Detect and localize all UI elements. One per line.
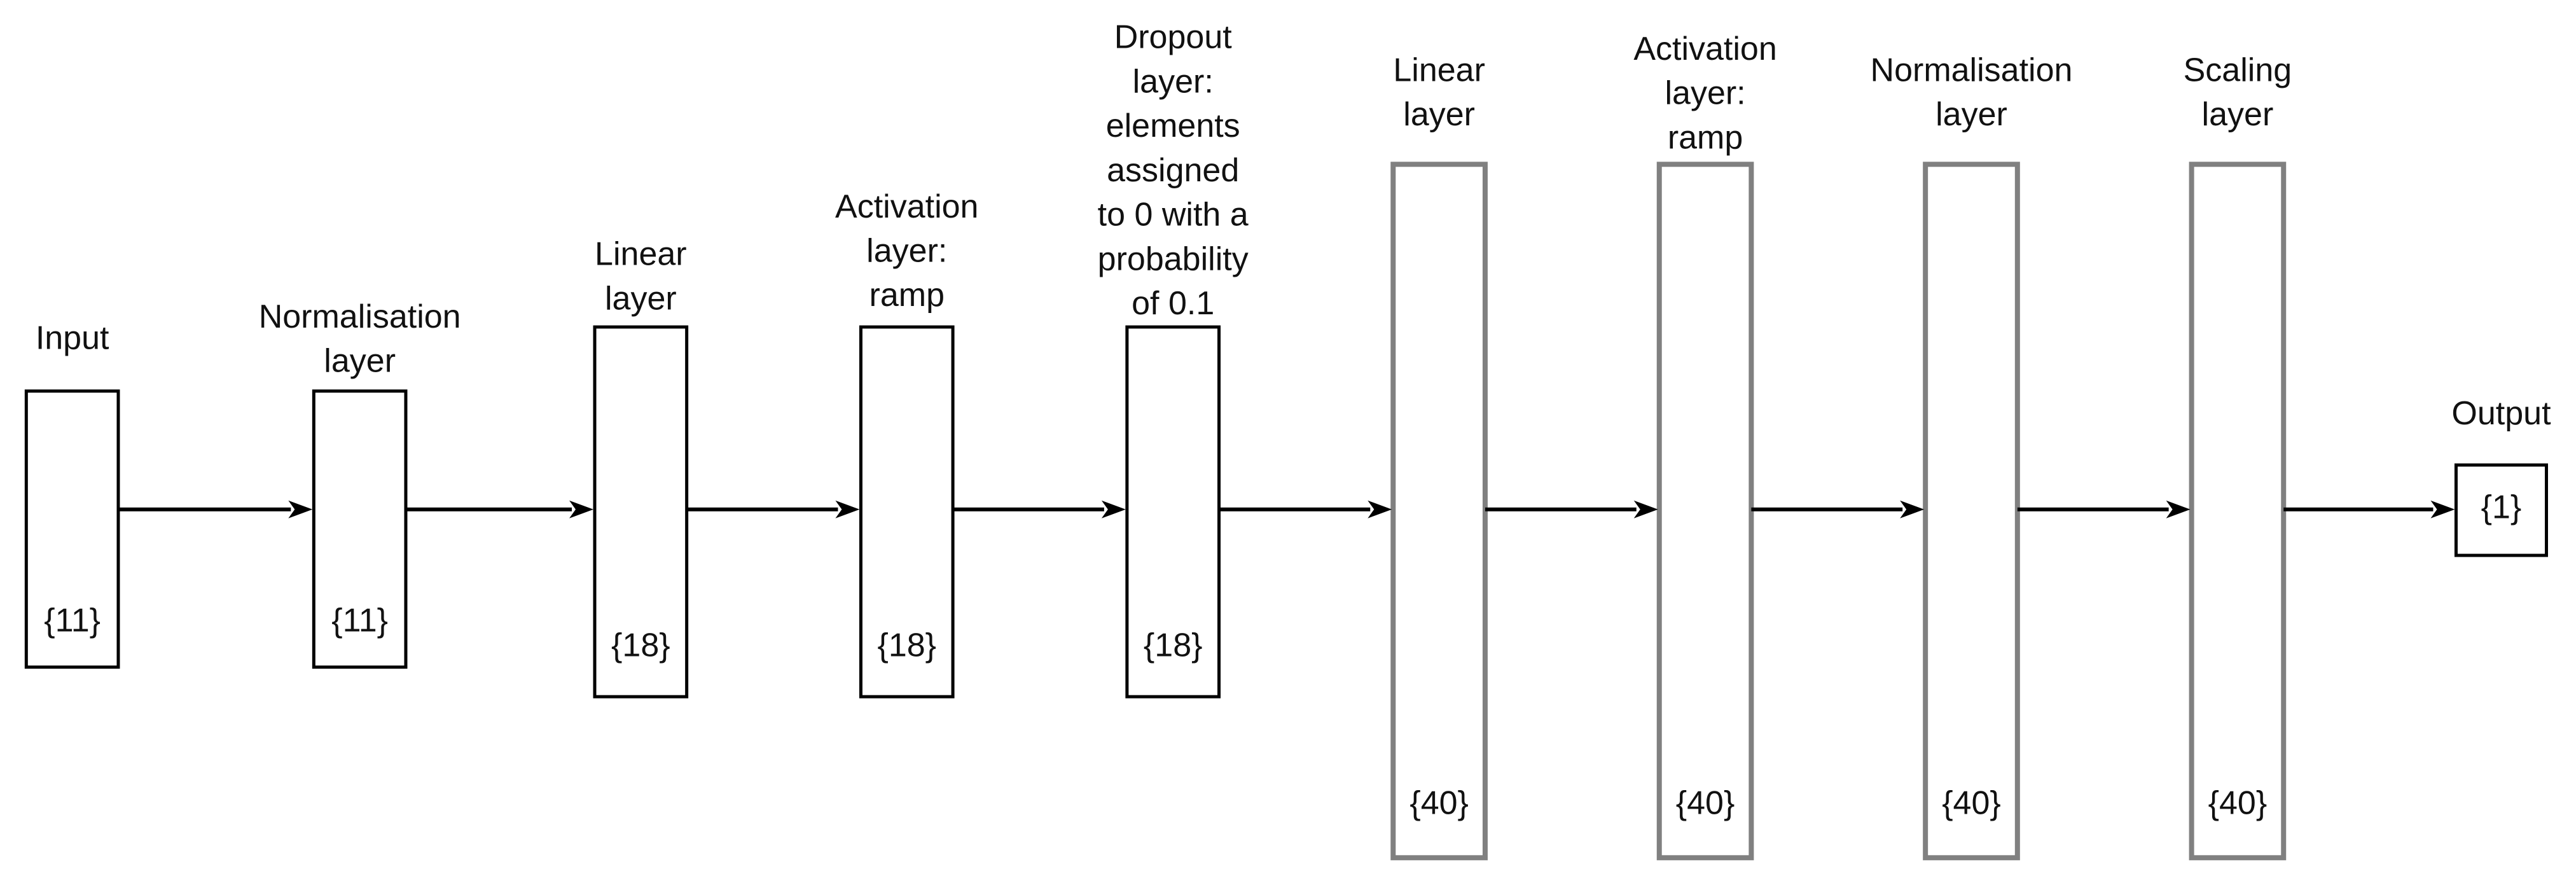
layer-scaling: Scaling layer {40} [2184,52,2292,861]
layer-label-activation-1-line-2: layer: [866,233,947,270]
layer-label-linear-2-line-2: layer [1403,96,1475,133]
layer-box-output [2454,463,2549,557]
layer-label-activation-2-line-2: layer: [1665,75,1745,112]
layer-label-normalisation-1-line-2: layer [324,343,396,380]
arrow-head [1368,500,1392,518]
layer-box-scaling [2189,162,2287,861]
layer-label-dropout-line-4: assigned [1107,152,1239,189]
arrow-head [1900,500,1925,518]
arrow-head [2430,500,2455,518]
dimension-label-normalisation-1: {11} [331,602,388,639]
layer-label-dropout-line-3: elements [1106,108,1240,144]
layer-label-output-line-1: Output [2451,395,2551,432]
layer-box-input [24,389,120,669]
layer-label-activation-2-line-3: ramp [1668,119,1743,156]
layer-label-activation-1-line-3: ramp [869,277,945,314]
layer-label-linear-2-line-1: Linear [1393,52,1485,88]
arrow-scaling-to-output [2283,500,2455,518]
layer-label-normalisation-1-line-1: Normalisation [259,298,461,335]
arrow-head [1633,500,1658,518]
dimension-label-input: {11} [44,602,100,639]
arrow-normalisation-2-to-scaling [2017,500,2191,518]
dimension-label-linear-2: {40} [1409,784,1469,821]
layer-label-linear-1-line-1: Linear [595,236,687,273]
layer-label-dropout-line-5: to 0 with a [1098,197,1249,233]
layer-activation-2: Activation layer: ramp {40} [1633,31,1777,861]
dimension-label-activation-2: {40} [1676,784,1735,821]
layer-label-dropout-line-1: Dropout [1114,19,1233,56]
layer-linear-2: Linear layer {40} [1390,52,1488,861]
arrow-activation-1-to-dropout [953,500,1126,518]
layer-label-activation-2-line-1: Activation [1633,31,1776,67]
dimension-label-output: {1} [2481,489,2522,525]
layer-box-normalisation-2 [1923,162,2020,861]
arrow-head [835,500,860,518]
layer-normalisation-1: Normalisation layer {11} [259,298,461,669]
layer-box-activation-2 [1656,162,1754,861]
layer-label-scaling-line-2: layer [2202,96,2274,133]
dimension-label-dropout: {18} [1144,627,1203,664]
layer-label-linear-1-line-2: layer [605,280,677,317]
dimension-label-scaling: {40} [2208,784,2268,821]
arrow-head [1101,500,1126,518]
arrow-head [2166,500,2191,518]
layer-box-linear-1 [593,325,689,699]
layer-output: Output {1} [2451,395,2551,557]
layer-label-normalisation-2-line-1: Normalisation [1871,52,2073,88]
arrow-head [569,500,594,518]
layer-input: Input {11} [24,319,120,669]
layer-box-dropout [1125,325,1221,699]
arrow-head [288,500,313,518]
layer-label-dropout-line-7: of 0.1 [1132,285,1214,322]
dimension-label-activation-1: {18} [877,627,936,664]
layer-box-normalisation-1 [312,389,408,669]
layer-box-linear-2 [1390,162,1488,861]
layer-label-dropout-line-6: probability [1098,240,1249,277]
dimension-label-normalisation-2: {40} [1942,784,2001,821]
arrow-normalisation-1-to-linear-1 [405,500,594,518]
layer-box-activation-1 [859,325,955,699]
layer-activation-1: Activation layer: ramp {18} [835,188,978,699]
layer-label-normalisation-2-line-2: layer [1935,96,2007,133]
arrow-linear-1-to-activation-1 [686,500,860,518]
arrow-dropout-to-linear-2 [1219,500,1392,518]
layer-dropout: Dropout layer: elements assigned to 0 with a… [1098,19,1249,699]
layer-label-activation-1-line-1: Activation [835,188,978,225]
layer-linear-1: Linear layer {18} [593,236,689,699]
dimension-label-linear-1: {18} [611,627,670,664]
layer-label-dropout-line-2: layer: [1133,63,1214,100]
arrow-activation-2-to-normalisation-2 [1751,500,1925,518]
arrow-input-to-normalisation-1 [118,500,313,518]
arrow-linear-2-to-activation-2 [1485,500,1658,518]
layer-label-input-line-1: Input [36,319,109,356]
layer-label-scaling-line-1: Scaling [2184,52,2292,88]
layer-normalisation-2: Normalisation layer {40} [1871,52,2073,861]
